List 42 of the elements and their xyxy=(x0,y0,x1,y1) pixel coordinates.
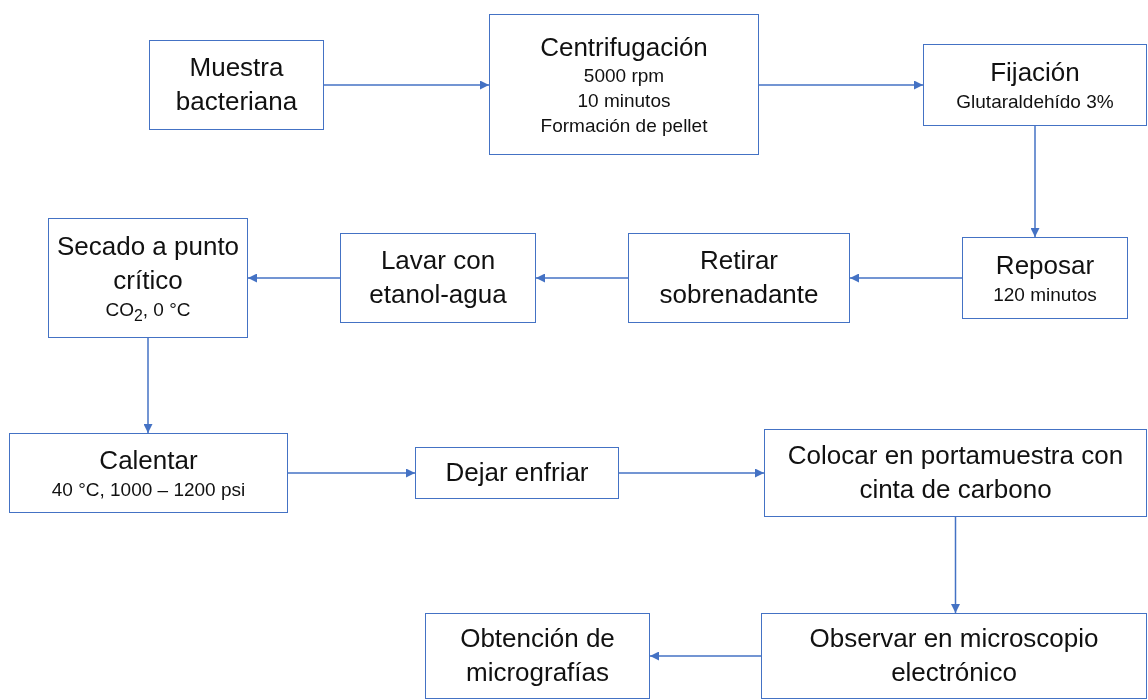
process-box xyxy=(962,237,1128,319)
process-box xyxy=(340,233,536,323)
step-title: Retirar sobrenadante xyxy=(658,244,820,311)
arrow xyxy=(951,516,960,614)
step-detail: 40 °C, 1000 – 1200 psi xyxy=(51,477,246,502)
step-title: Muestra bacteriana xyxy=(174,51,299,118)
process-box xyxy=(415,447,619,499)
step-detail: 5000 rpm xyxy=(583,64,665,89)
arrow xyxy=(649,651,762,661)
step-title: Secado a punto crítico xyxy=(55,230,241,297)
arrow xyxy=(323,80,490,90)
step-detail: 120 minutos xyxy=(993,282,1097,307)
arrow xyxy=(247,273,341,283)
arrow xyxy=(1030,125,1040,238)
process-box xyxy=(489,14,759,155)
step-title: Dejar enfriar xyxy=(445,456,589,490)
process-box xyxy=(923,44,1147,126)
arrow xyxy=(849,273,963,283)
arrow xyxy=(535,273,629,283)
process-box xyxy=(761,613,1147,699)
step-title: Colocar en portamuestra con cinta de carbono xyxy=(786,439,1125,506)
step-title: Reposar xyxy=(995,248,1095,282)
step-title: Observar en microscopio electrónico xyxy=(808,622,1100,689)
arrow xyxy=(143,337,153,434)
process-box xyxy=(48,218,248,338)
step-title: Obtención de micrografías xyxy=(459,622,616,689)
step-title: Lavar con etanol-agua xyxy=(368,244,508,311)
process-box xyxy=(425,613,650,699)
step-title: Calentar xyxy=(99,443,198,477)
step-title: Fijación xyxy=(990,55,1080,89)
step-detail: Glutaraldehído 3% xyxy=(956,89,1114,114)
step-detail: CO$_{2}$, 0 °C xyxy=(105,297,191,326)
step-detail: 10 minutos xyxy=(577,89,671,114)
arrow xyxy=(618,468,765,478)
process-box xyxy=(149,40,324,130)
step-detail: Formación de pellet xyxy=(540,113,708,138)
arrow xyxy=(758,80,924,90)
step-title: Centrifugación xyxy=(540,30,708,64)
process-box xyxy=(764,429,1147,517)
arrow xyxy=(287,468,416,478)
process-box xyxy=(628,233,850,323)
process-box xyxy=(9,433,288,513)
